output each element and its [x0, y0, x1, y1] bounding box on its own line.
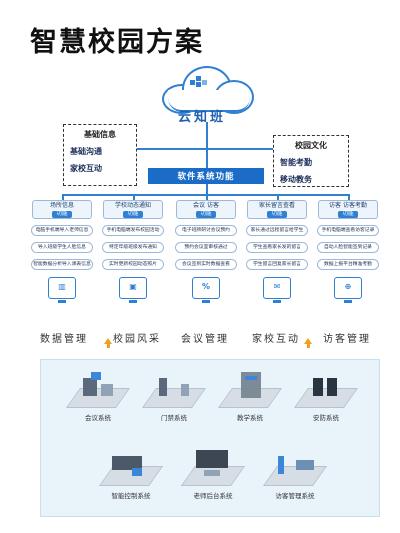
gate-icon: [141, 370, 207, 410]
system-label: 访客管理系统: [275, 492, 315, 500]
column-item: 家长通过远程留言给学生: [246, 225, 308, 236]
column-item: 智能数据分析导入课表信息: [31, 259, 93, 270]
basic-info-box: 基础信息 基础沟通 家校互动: [63, 124, 137, 186]
column-item: 会议签到实时数据查看: [175, 259, 237, 270]
campus-culture-box: 校园文化 智能考勤 移动教务: [273, 135, 349, 187]
connector-line: [62, 194, 348, 196]
column-item: 特定年级班级发布通知: [102, 242, 164, 253]
pixel-logo-icon: [190, 76, 208, 88]
system-tile: 安防系统: [291, 370, 361, 422]
system-label: 教学系统: [237, 414, 263, 422]
column-item: 自动人脸智能签到记录: [317, 242, 379, 253]
up-arrow-icon: [304, 338, 312, 348]
up-arrow-icon: [104, 338, 112, 348]
column-item: 电子班牌研讨会议预约: [175, 225, 237, 236]
campus-culture-title: 校园文化: [295, 141, 327, 150]
cloud-platform-icon: [160, 60, 256, 116]
subsystem-panel: 会议系统 门禁系统 教学系统 安防系统 智能控制系统 老师后台系统 访客管理系统: [40, 359, 380, 517]
basic-info-item: 基础沟通: [70, 147, 102, 156]
column-item: 手机电脑端发布校园活动: [102, 225, 164, 236]
function-column: 会议 访客功能 电子班牌研讨会议预约 预约会议室审核通过 会议签到实时数据查看 …: [175, 200, 237, 303]
campus-culture-item: 智能考勤: [280, 158, 312, 167]
system-tile: 访客管理系统: [255, 448, 335, 500]
system-label: 会议系统: [85, 414, 111, 422]
basic-info-title: 基础信息: [84, 130, 116, 139]
column-item: 实时更新校园动态照片: [102, 259, 164, 270]
module-label: 访客管理: [323, 334, 371, 345]
connector-line: [277, 194, 279, 200]
control-room-icon: [98, 448, 164, 488]
column-item: 手机电脑端查看访客记录: [317, 225, 379, 236]
connector-line: [62, 194, 64, 200]
page-title: 智慧校园方案: [30, 27, 204, 58]
column-item: 学生查看家长发的留言: [246, 242, 308, 253]
module-label: 校园风采: [113, 334, 161, 345]
module-label: 家校互动: [252, 334, 300, 345]
system-tile: 门禁系统: [139, 370, 209, 422]
system-label: 老师后台系统: [193, 492, 233, 500]
connector-line: [206, 122, 208, 168]
connector-line: [137, 148, 273, 150]
connector-line: [133, 194, 135, 200]
security-server-icon: [293, 370, 359, 410]
column-item: 学生留言回复家长留言: [246, 259, 308, 270]
column-header: 场所信息功能: [32, 200, 92, 219]
function-column: 学校动态通知功能 手机电脑端发布校园活动 特定年级班级发布通知 实时更新校园动态…: [102, 200, 164, 303]
system-label: 智能控制系统: [111, 492, 151, 500]
message-icon: ✉: [263, 277, 291, 303]
chart-icon: ▥: [48, 277, 76, 303]
meeting-room-icon: [65, 370, 131, 410]
function-column: 家长留言查看功能 家长通过远程留言给学生 学生查看家长发的留言 学生留言回复家长…: [246, 200, 308, 303]
basic-info-item: 家校互动: [70, 164, 102, 173]
teacher-backend-icon: [180, 448, 246, 488]
system-tile: 老师后台系统: [173, 448, 253, 500]
system-label: 安防系统: [313, 414, 339, 422]
connector-line: [206, 194, 208, 200]
cloud-label: 云知班: [178, 110, 227, 125]
column-header: 会议 访客功能: [176, 200, 236, 219]
system-label: 门禁系统: [161, 414, 187, 422]
column-item: 预约会议室审核通过: [175, 242, 237, 253]
percent-icon: %: [192, 277, 220, 303]
function-column: 访客 访客考勤功能 手机电脑端查看访客记录 自动人脸智能签到记录 数据上报平台精…: [317, 200, 379, 303]
photo-icon: ▣: [119, 277, 147, 303]
system-tile: 会议系统: [63, 370, 133, 422]
function-column: 场所信息功能 电脑手机端导入老师信息 导入班级学生人脸信息 智能数据分析导入课表…: [31, 200, 93, 303]
column-item: 数据上报平台精准考勤: [317, 259, 379, 270]
software-function-bar: 软件系统功能: [148, 168, 264, 184]
module-label: 数据管理: [40, 334, 88, 345]
system-tile: 智能控制系统: [91, 448, 171, 500]
web-icon: ⊕: [334, 277, 362, 303]
column-item: 导入班级学生人脸信息: [31, 242, 93, 253]
connector-line: [206, 184, 208, 194]
visitor-gate-icon: [262, 448, 328, 488]
column-header: 家长留言查看功能: [247, 200, 307, 219]
column-header: 学校动态通知功能: [103, 200, 163, 219]
module-label: 会议管理: [181, 334, 229, 345]
system-tile: 教学系统: [215, 370, 285, 422]
column-item: 电脑手机端导入老师信息: [31, 225, 93, 236]
school-building-icon: [217, 370, 283, 410]
column-header: 访客 访客考勤功能: [318, 200, 378, 219]
connector-line: [348, 194, 350, 200]
campus-culture-item: 移动教务: [280, 175, 312, 184]
